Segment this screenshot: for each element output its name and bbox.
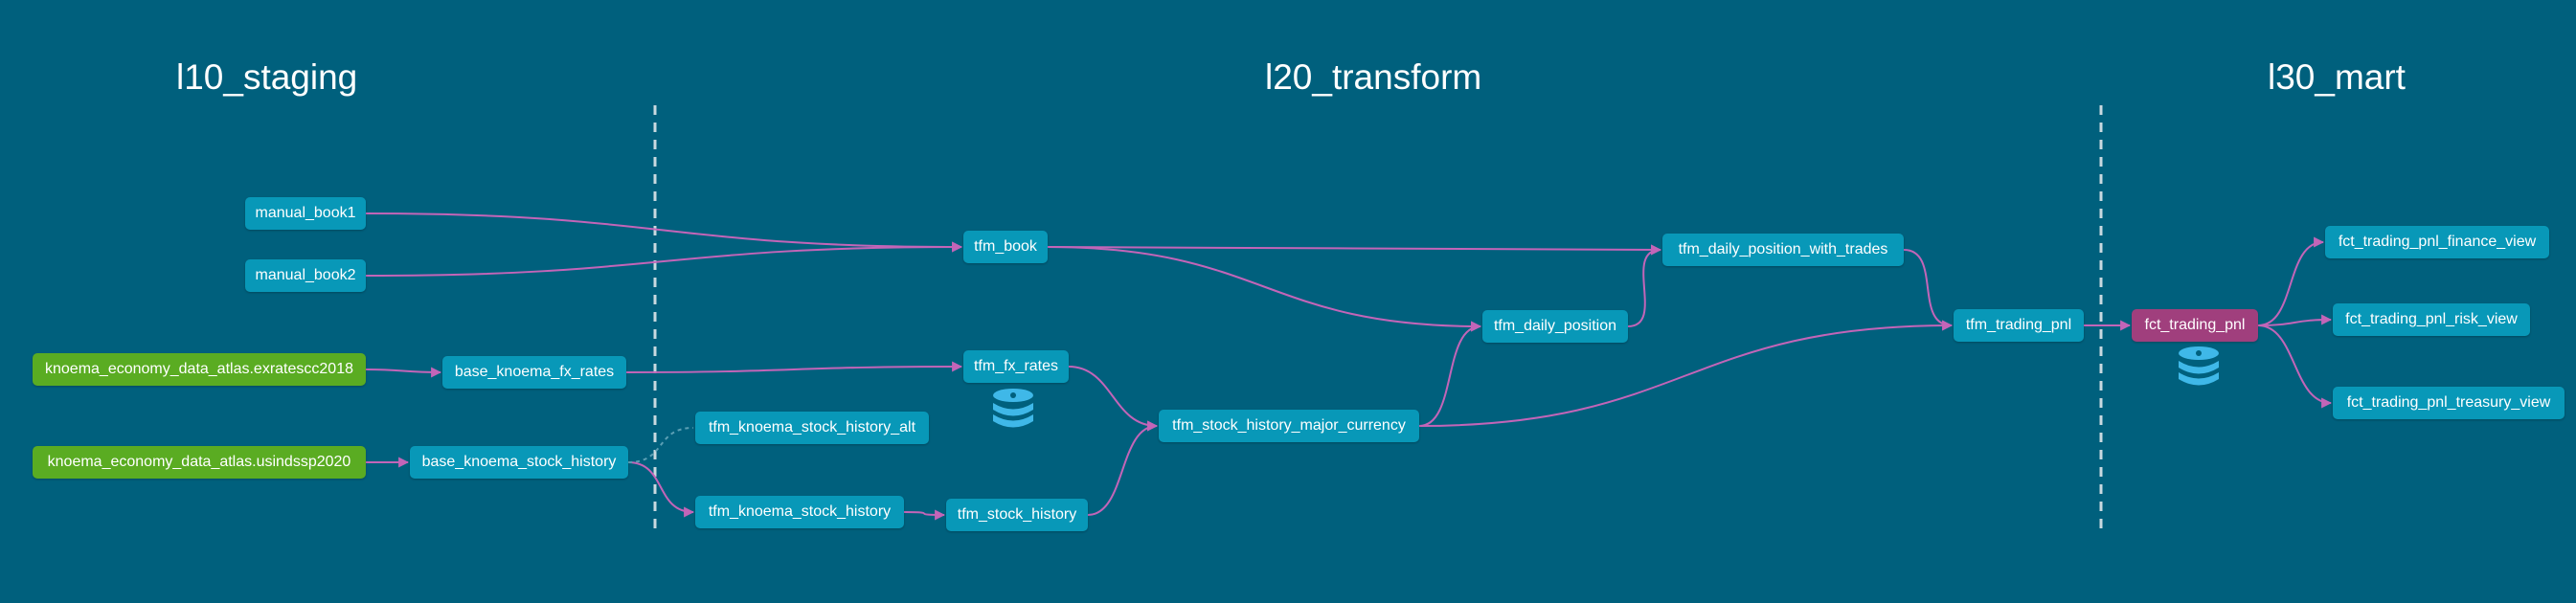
node-source-exratescc2018[interactable]: knoema_economy_data_atlas.exratescc2018 [33,353,366,386]
node-tfm-daily-position[interactable]: tfm_daily_position [1482,310,1628,343]
node-tfm-daily-position-with-trades[interactable]: tfm_daily_position_with_trades [1662,234,1904,266]
node-manual-book2[interactable]: manual_book2 [245,259,366,292]
lineage-edge [1068,366,1159,432]
lineage-edge [2257,324,2333,409]
node-base-knoema-stock-history[interactable]: base_knoema_stock_history [410,446,628,479]
node-fct-trading-pnl[interactable]: fct_trading_pnl [2132,309,2258,342]
node-tfm-knoema-stock-history-alt[interactable]: tfm_knoema_stock_history_alt [695,412,929,444]
node-fct-trading-pnl-risk-view[interactable]: fct_trading_pnl_risk_view [2333,303,2530,336]
node-fct-trading-pnl-finance-view[interactable]: fct_trading_pnl_finance_view [2325,226,2549,258]
lineage-edge [365,241,963,277]
lineage-edge [625,361,963,373]
lineage-edge [1087,420,1159,516]
node-tfm-stock-history[interactable]: tfm_stock_history [946,499,1088,531]
node-manual-book1[interactable]: manual_book1 [245,197,366,230]
lineage-edge [627,461,695,518]
lineage-edge [903,509,946,521]
node-source-usindssp2020[interactable]: knoema_economy_data_atlas.usindssp2020 [33,446,366,479]
section-title-mart: l30_mart [2268,57,2406,97]
section-title-staging: l10_staging [176,57,358,97]
lineage-edge [1418,321,1482,427]
lineage-edge [2257,314,2333,326]
lineage-edge-disabled [627,427,694,463]
section-title-transform: l20_transform [1265,57,1482,97]
node-tfm-trading-pnl[interactable]: tfm_trading_pnl [1954,309,2084,342]
lineage-edge [365,367,442,378]
lineage-edge [1047,246,1482,332]
node-fct-trading-pnl-treasury-view[interactable]: fct_trading_pnl_treasury_view [2333,387,2565,419]
lineage-edge [1418,320,1954,427]
lineage-edge [1903,249,1954,331]
database-icon [993,389,1033,428]
node-tfm-fx-rates[interactable]: tfm_fx_rates [963,350,1069,383]
lineage-edge [365,212,963,253]
node-tfm-book[interactable]: tfm_book [963,231,1048,263]
node-base-knoema-fx-rates[interactable]: base_knoema_fx_rates [442,356,626,389]
database-icon [2179,346,2219,386]
lineage-edge [1627,244,1662,327]
node-tfm-stock-history-major-currency[interactable]: tfm_stock_history_major_currency [1159,410,1419,442]
node-tfm-knoema-stock-history[interactable]: tfm_knoema_stock_history [695,496,904,528]
lineage-edge [2257,236,2325,326]
lineage-edge [1047,244,1662,256]
